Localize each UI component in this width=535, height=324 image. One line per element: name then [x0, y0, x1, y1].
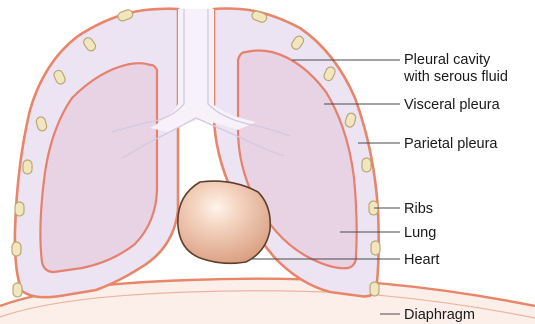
label-pleural-cavity-line2: with serous fluid: [403, 69, 508, 85]
label-lung: Lung: [404, 225, 436, 241]
label-parietal-pleura: Parietal pleura: [404, 136, 498, 152]
label-visceral-pleura: Visceral pleura: [404, 97, 501, 113]
label-pleural-cavity-line1: Pleural cavity: [404, 52, 491, 68]
labels: Pleural cavity with serous fluid Viscera…: [403, 52, 508, 323]
label-diaphragm: Diaphragm: [404, 307, 475, 323]
heart: [178, 181, 270, 263]
label-ribs: Ribs: [404, 201, 433, 217]
label-heart: Heart: [404, 252, 439, 268]
